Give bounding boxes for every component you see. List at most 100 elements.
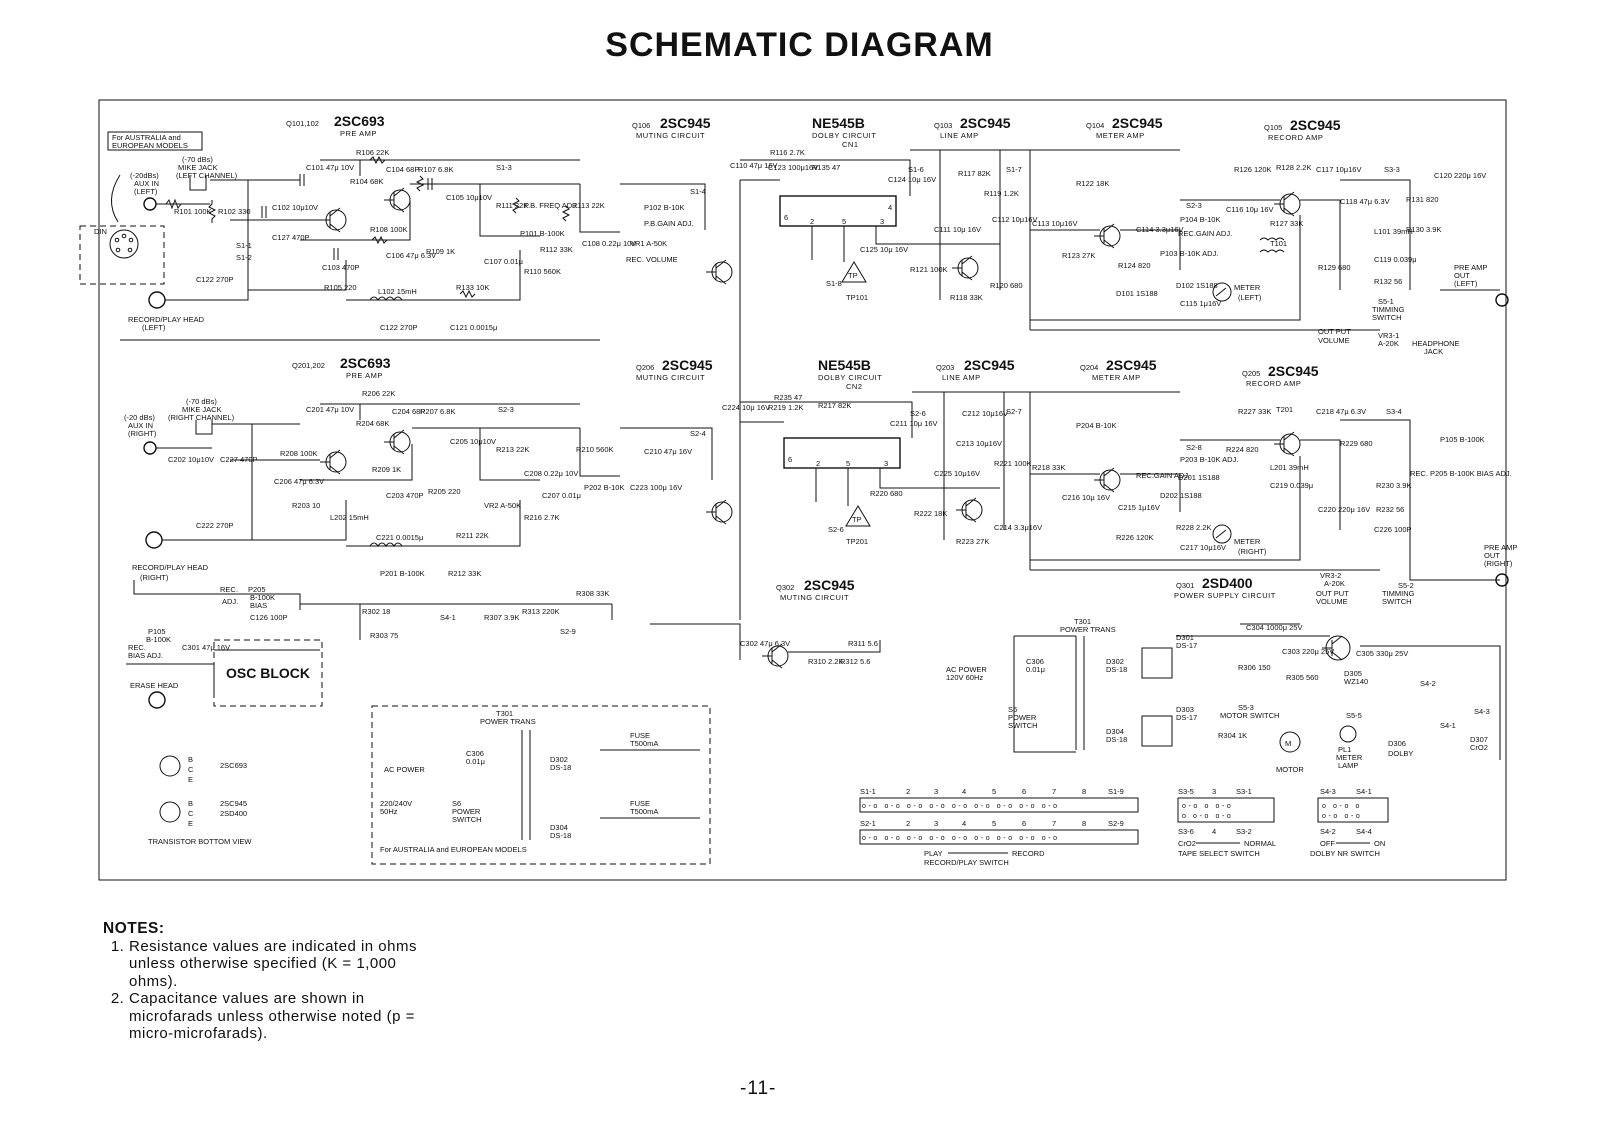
svg-text:C203 470P: C203 470P	[386, 491, 424, 500]
svg-text:MIKE JACK: MIKE JACK	[178, 163, 218, 172]
stage-ref: Q201,202	[292, 361, 325, 370]
svg-text:(RIGHT CHANNEL): (RIGHT CHANNEL)	[168, 413, 235, 422]
svg-text:DS-18: DS-18	[550, 763, 571, 772]
stage-func: LINE AMP	[940, 131, 979, 140]
svg-text:PRE AMP: PRE AMP	[1454, 263, 1487, 272]
svg-text:A-20K: A-20K	[1324, 579, 1345, 588]
svg-text:C107 0.01μ: C107 0.01μ	[484, 257, 523, 266]
stage-ref: Q205	[1242, 369, 1260, 378]
stage-part: 2SC945	[960, 115, 1011, 131]
stage-part: 2SC945	[1112, 115, 1163, 131]
svg-text:C224 10μ 16V: C224 10μ 16V	[722, 403, 770, 412]
svg-text:0.01μ: 0.01μ	[1026, 665, 1045, 674]
svg-text:R211 22K: R211 22K	[456, 531, 489, 540]
svg-text:B-100K: B-100K	[146, 635, 171, 644]
svg-text:For AUSTRALIA and: For AUSTRALIA and	[112, 133, 181, 142]
svg-text:120V 60Hz: 120V 60Hz	[946, 673, 983, 682]
svg-text:METER: METER	[1336, 753, 1363, 762]
channel-right-output-stages: S2-6 C212 10μ16V C213 10μ16V C225 10μ16V…	[910, 391, 1517, 606]
svg-text:For AUSTRALIA and EUROPEAN MOD: For AUSTRALIA and EUROPEAN MODELS	[380, 845, 527, 854]
svg-text:R101 100K: R101 100K	[174, 207, 212, 216]
svg-text:S4-2: S4-2	[1320, 827, 1336, 836]
svg-text:(LEFT): (LEFT)	[1454, 279, 1478, 288]
svg-text:P201 B-100K: P201 B-100K	[380, 569, 425, 578]
svg-text:o-o o o-o: o-o o o-o	[1182, 803, 1233, 810]
svg-text:DOLBY: DOLBY	[1388, 749, 1413, 758]
svg-text:S3-3: S3-3	[1384, 165, 1400, 174]
svg-text:C126 100P: C126 100P	[250, 613, 288, 622]
switch-strips: S1-1 2 3 4 5 6 7 8 S1-9 o-o o-o o-o o-o …	[859, 787, 1389, 867]
svg-text:CrO2: CrO2	[1178, 839, 1196, 848]
svg-text:POWER: POWER	[1008, 713, 1037, 722]
svg-text:E: E	[188, 775, 193, 784]
svg-text:6: 6	[1022, 787, 1026, 796]
svg-text:2SC945: 2SC945	[220, 799, 247, 808]
svg-text:P.B.GAIN ADJ.: P.B.GAIN ADJ.	[644, 219, 693, 228]
svg-text:R104 68K: R104 68K	[350, 177, 383, 186]
svg-text:REC.: REC.	[220, 585, 238, 594]
svg-text:C306: C306	[1026, 657, 1044, 666]
svg-text:S1-4: S1-4	[690, 187, 706, 196]
svg-text:AC POWER: AC POWER	[384, 765, 425, 774]
svg-text:R306 150: R306 150	[1238, 663, 1271, 672]
svg-text:NORMAL: NORMAL	[1244, 839, 1276, 848]
stage-ref: Q104	[1086, 121, 1104, 130]
svg-text:C110 47μ 16V: C110 47μ 16V	[730, 161, 778, 170]
svg-text:(-70 dBs): (-70 dBs)	[182, 155, 213, 164]
svg-text:R135 47: R135 47	[812, 163, 840, 172]
svg-text:S4-1: S4-1	[1440, 721, 1456, 730]
svg-text:B-100K: B-100K	[250, 593, 275, 602]
stage-func: PRE AMP	[340, 129, 377, 138]
svg-text:7: 7	[1052, 819, 1056, 828]
svg-text:3: 3	[1212, 787, 1216, 796]
svg-text:P101 B-100K: P101 B-100K	[520, 229, 565, 238]
svg-text:R123 27K: R123 27K	[1062, 251, 1095, 260]
svg-text:S5-5: S5-5	[1346, 711, 1362, 720]
stage-func: DOLBY CIRCUIT	[818, 373, 882, 382]
svg-text:C111 10μ 16V: C111 10μ 16V	[934, 225, 981, 234]
svg-text:ERASE HEAD: ERASE HEAD	[130, 681, 179, 690]
svg-text:R208 100K: R208 100K	[280, 449, 318, 458]
svg-text:VR3-1: VR3-1	[1378, 331, 1399, 340]
svg-text:POWER TRANS: POWER TRANS	[1060, 625, 1116, 634]
svg-text:VR2 A-50K: VR2 A-50K	[484, 501, 521, 510]
svg-text:C207 0.01μ: C207 0.01μ	[542, 491, 581, 500]
svg-text:R229 680: R229 680	[1340, 439, 1373, 448]
svg-text:D302: D302	[550, 755, 568, 764]
svg-text:METER: METER	[1234, 537, 1261, 546]
svg-text:2SD400: 2SD400	[220, 809, 247, 818]
stage-ref: Q105	[1264, 123, 1282, 132]
svg-text:R312 5.6: R312 5.6	[840, 657, 870, 666]
svg-text:VOLUME: VOLUME	[1318, 336, 1350, 345]
svg-text:S6: S6	[1008, 705, 1017, 714]
svg-text:ON: ON	[1374, 839, 1385, 848]
svg-text:R303 75: R303 75	[370, 631, 398, 640]
svg-text:D301: D301	[1176, 633, 1194, 642]
svg-text:7: 7	[1052, 787, 1056, 796]
svg-text:C116 10μ 16V: C116 10μ 16V	[1226, 205, 1274, 214]
svg-text:R119 1.2K: R119 1.2K	[984, 189, 1019, 198]
svg-text:POWER: POWER	[452, 807, 481, 816]
svg-text:C202 10μ10V: C202 10μ10V	[168, 455, 214, 464]
svg-text:R132 56: R132 56	[1374, 277, 1402, 286]
svg-text:2: 2	[810, 217, 814, 226]
svg-text:TIMMING: TIMMING	[1382, 589, 1415, 598]
svg-text:3: 3	[884, 459, 888, 468]
svg-text:C217 10μ16V: C217 10μ16V	[1180, 543, 1226, 552]
stage-part: 2SC945	[1106, 357, 1157, 373]
svg-text:L201 39mH: L201 39mH	[1270, 463, 1309, 472]
stage-part: NE545B	[818, 357, 871, 373]
stage-func: METER AMP	[1096, 131, 1145, 140]
svg-text:R310 2.2K: R310 2.2K	[808, 657, 843, 666]
stage-tag: CN2	[846, 382, 863, 391]
svg-text:E: E	[188, 819, 193, 828]
svg-text:AC POWER: AC POWER	[946, 665, 987, 674]
note-item: Resistance values are indicated in ohms …	[129, 938, 433, 991]
euro-power-box: T301 POWER TRANS AC POWER 220/240V 50Hz …	[371, 705, 711, 865]
svg-text:MIKE JACK: MIKE JACK	[182, 405, 222, 414]
notes-title: NOTES:	[103, 920, 165, 937]
svg-text:R311 5.6: R311 5.6	[848, 639, 878, 648]
svg-text:2: 2	[906, 787, 910, 796]
svg-text:o o-o o: o o-o o	[1322, 803, 1362, 810]
svg-text:S3-4: S3-4	[1386, 407, 1402, 416]
